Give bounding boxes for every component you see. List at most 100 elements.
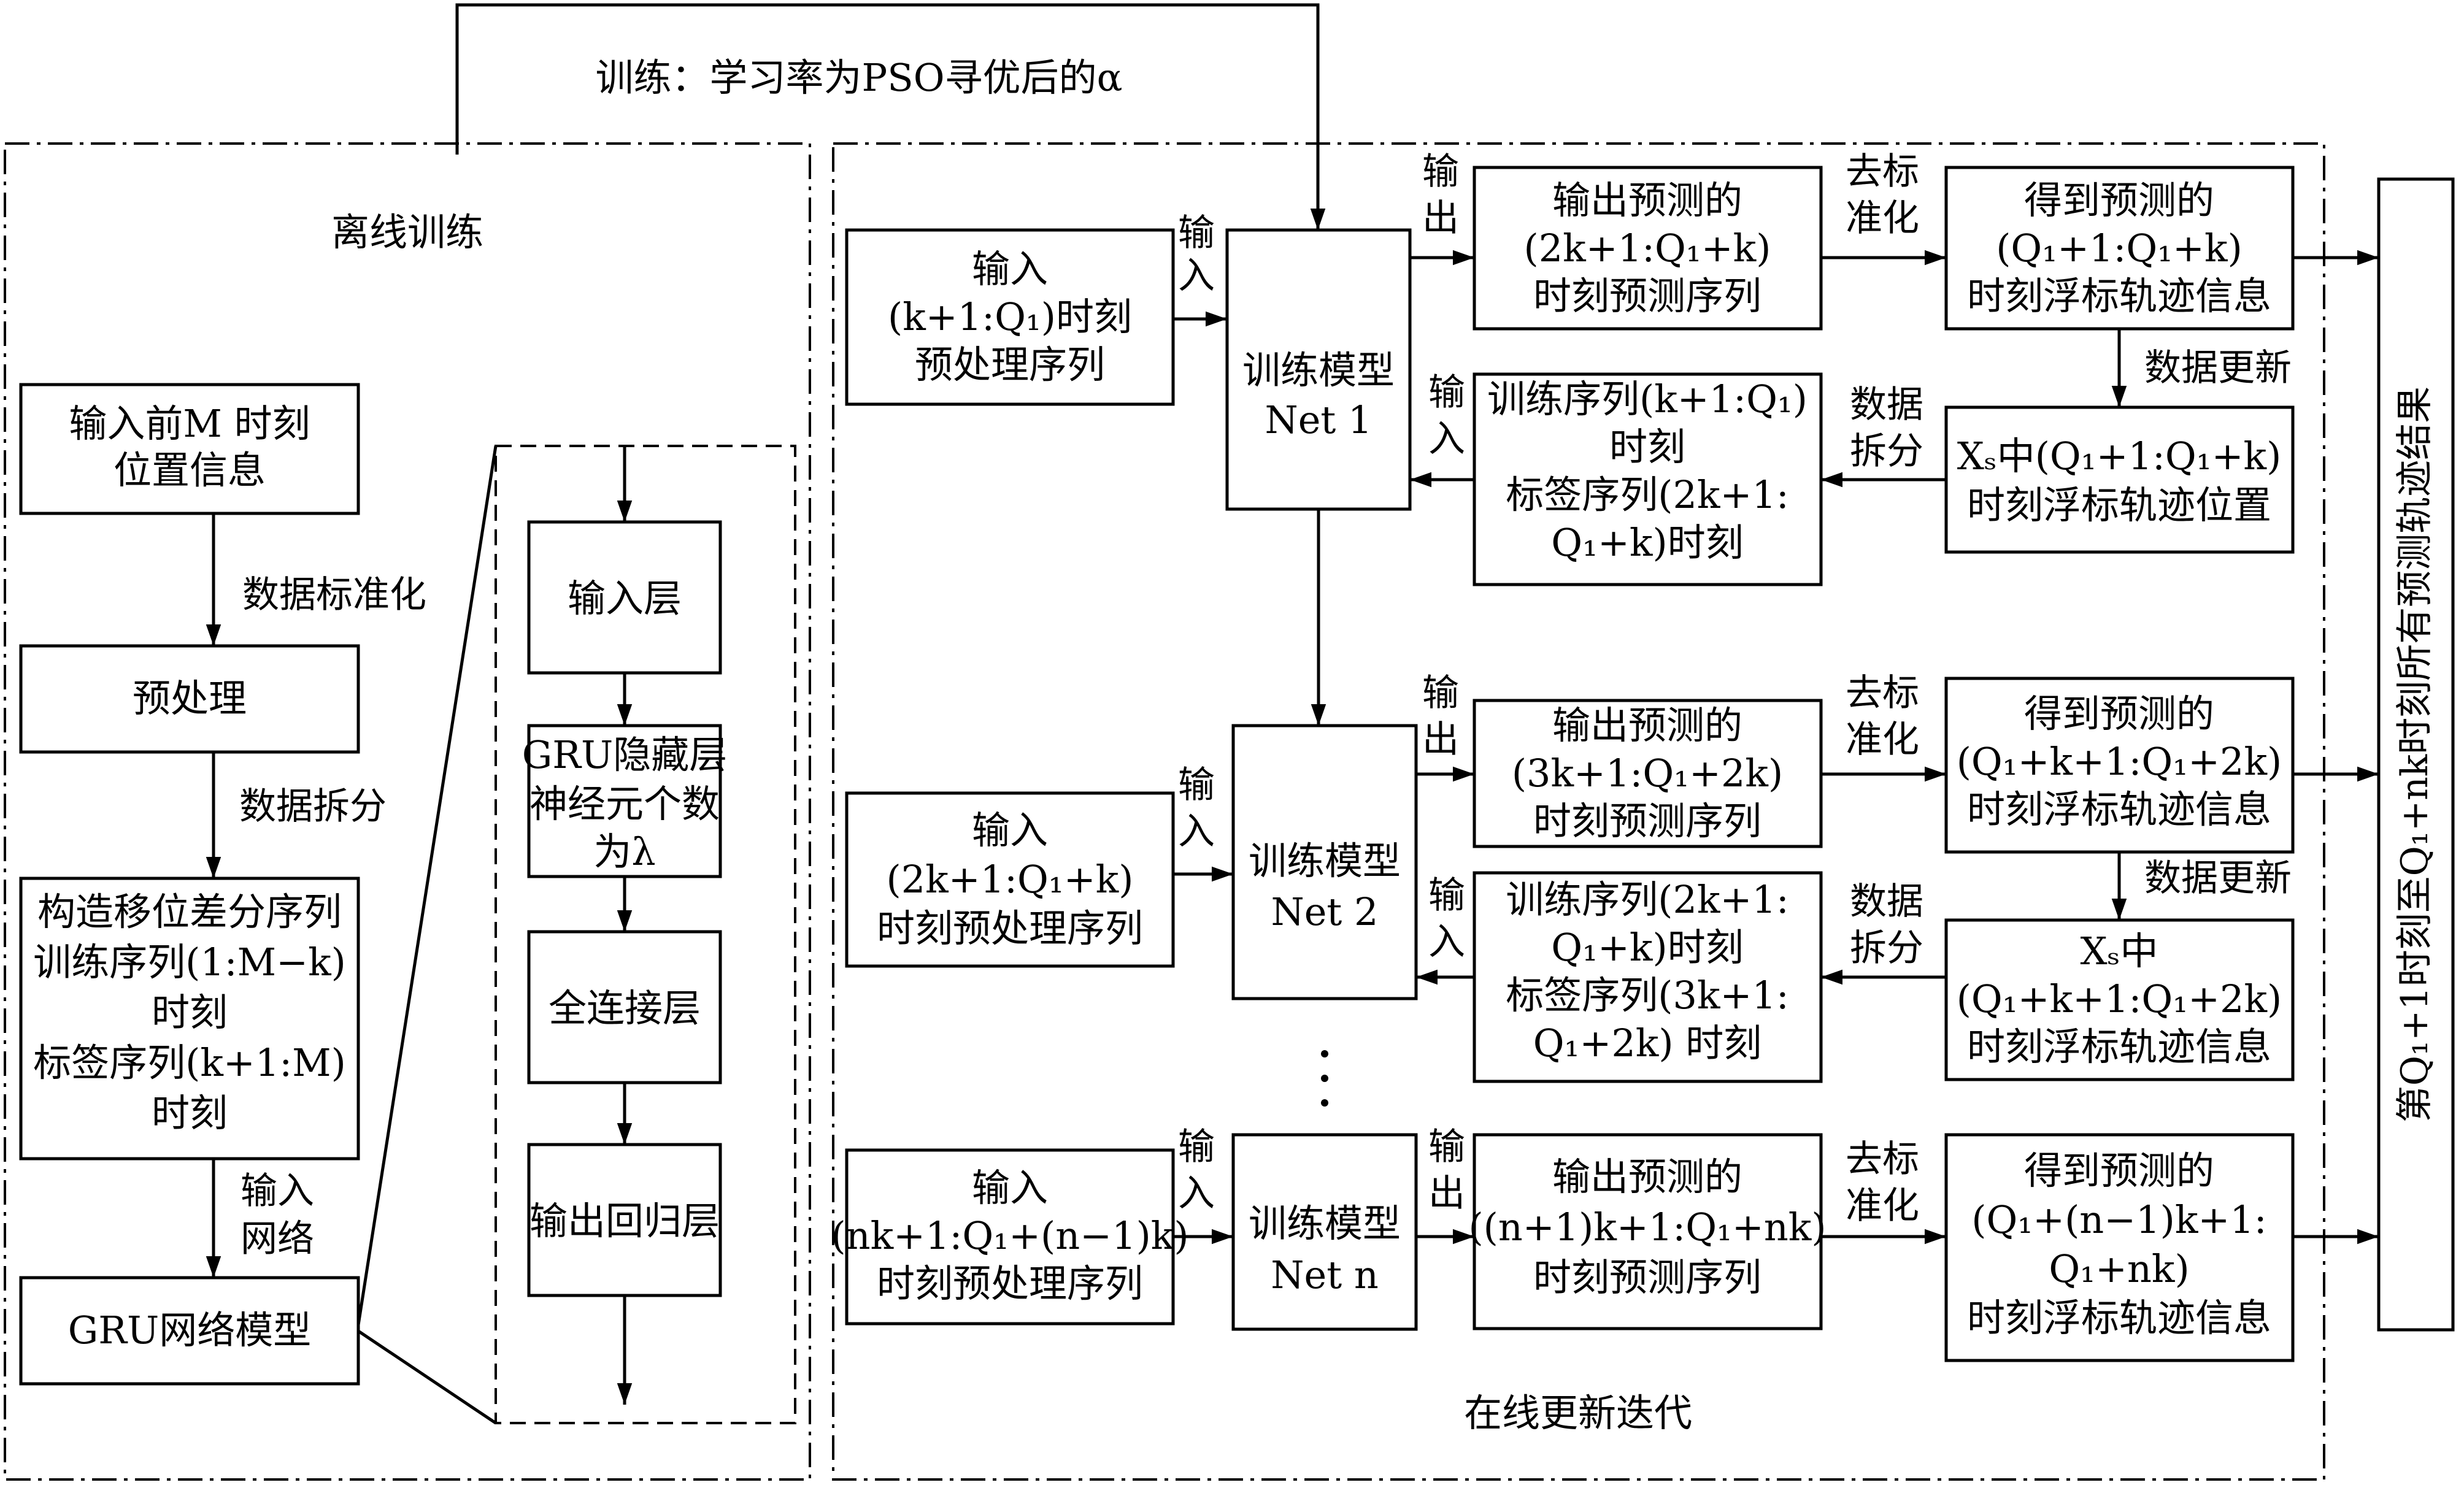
row1-denorm-label-1: 去标 (1846, 150, 1919, 193)
row1-input-line-2: (k+1:Q₁)时刻 (888, 294, 1132, 339)
rown-input-label-2: 入 (1178, 1172, 1215, 1215)
row1-xs-line-2: 时刻浮标轨迹位置 (1967, 483, 2271, 528)
rown-result-line-3: Q₁+nk) (2049, 1246, 2189, 1291)
row2-output-line-3: 时刻预测序列 (1533, 799, 1761, 843)
output-layer-text: 输出回归层 (529, 1199, 720, 1243)
row1-input-line-1: 输入 (972, 247, 1048, 291)
construct-line-3: 时刻 (152, 990, 228, 1035)
row2-train-box (1473, 871, 1823, 1083)
ellipsis-dot-1 (1321, 1050, 1328, 1057)
rown-model-line-1: 训练模型 (1249, 1201, 1401, 1246)
row2-split-label-2: 拆分 (1850, 927, 1923, 970)
input-layer-box (527, 520, 722, 675)
row1-output-label-2: 出 (1422, 197, 1459, 240)
input-network-label-2: 网络 (241, 1218, 314, 1261)
online-region (832, 142, 2325, 1481)
construct-line-2: 训练序列(1:M−k) (33, 940, 346, 984)
online-title: 在线更新迭代 (1464, 1391, 1692, 1435)
row2-denorm-label-2: 准化 (1846, 718, 1919, 761)
construct-line-5: 时刻 (152, 1091, 228, 1135)
rown-model-line-2: Net n (1271, 1253, 1379, 1297)
row1-input-label-2: 入 (1178, 255, 1215, 297)
row2-model-line-1: 训练模型 (1249, 838, 1401, 883)
row1-model-line-2: Net 1 (1265, 397, 1372, 442)
split-label: 数据拆分 (239, 785, 387, 828)
fc-layer-box (527, 930, 722, 1084)
row1-result-box (1944, 166, 2295, 331)
row1-input-line-3: 预处理序列 (915, 342, 1105, 387)
row1-input-box (845, 228, 1175, 406)
row2-result-line-2: (Q₁+k+1:Q₁+2k) (1957, 739, 2282, 784)
rown-output-line-2: ((n+1)k+1:Q₁+nk) (1468, 1205, 1826, 1249)
row1-train-line-3: 标签序列(2k+1: (1506, 472, 1789, 517)
rown-input-label-1: 输 (1178, 1126, 1215, 1168)
input-layer-text: 输入层 (568, 576, 682, 621)
row1-output-box (1473, 166, 1823, 331)
row2-xs-line-3: 时刻浮标轨迹信息 (1967, 1024, 2271, 1069)
rown-result-line-4: 时刻浮标轨迹信息 (1967, 1295, 2271, 1340)
row2-input-line-3: 时刻预处理序列 (877, 906, 1143, 951)
row1-input-label-1: 输 (1178, 212, 1215, 255)
row2-update-label: 数据更新 (2144, 857, 2292, 900)
rown-input-line-2: (nk+1:Q₁+(n−1)k) (831, 1213, 1188, 1258)
ellipsis-dot-2 (1321, 1075, 1328, 1082)
row2-model-line-2: Net 2 (1271, 889, 1378, 934)
row1-denorm-label-2: 准化 (1846, 197, 1919, 240)
final-result-text: 第Q₁+1时刻至Q₁+nk时刻所有预测轨迹结果 (2393, 386, 2436, 1122)
top-label: 训练：学习率为PSO寻优后的α (596, 55, 1123, 100)
preprocess-text: 预处理 (133, 676, 247, 721)
row1-output-label-1: 输 (1422, 150, 1459, 193)
row1-retrain-label-2: 入 (1428, 418, 1465, 461)
row1-split-label-1: 数据 (1850, 383, 1923, 426)
rown-output-label-1: 输 (1428, 1126, 1465, 1168)
gru-hidden-line-1: GRU隐藏层 (522, 732, 727, 777)
rown-input-line-3: 时刻预处理序列 (877, 1261, 1143, 1306)
row1-output-line-1: 输出预测的 (1552, 178, 1742, 223)
row2-xs-box (1944, 918, 2295, 1081)
row2-xs-line-2: (Q₁+k+1:Q₁+2k) (1957, 977, 2282, 1021)
row1-xs-box (1944, 405, 2295, 554)
rown-result-line-1: 得到预测的 (2024, 1148, 2214, 1193)
row2-result-line-1: 得到预测的 (2024, 691, 2214, 736)
rown-input-line-1: 输入 (972, 1165, 1048, 1210)
row1-model-line-1: 训练模型 (1242, 348, 1395, 393)
row2-xs-line-1: Xₛ中 (2080, 929, 2158, 973)
rown-denorm-label-1: 去标 (1846, 1138, 1919, 1181)
rown-output-line-3: 时刻预测序列 (1533, 1255, 1761, 1300)
fc-layer-text: 全连接层 (549, 986, 701, 1030)
row2-input-box (845, 791, 1175, 968)
rown-output-label-2: 出 (1428, 1172, 1465, 1215)
row1-train-line-1: 训练序列(k+1:Q₁) (1487, 377, 1808, 421)
offline-title: 离线训练 (331, 210, 483, 255)
row2-denorm-label-1: 去标 (1846, 672, 1919, 715)
row1-result-line-1: 得到预测的 (2024, 178, 2214, 223)
row2-result-box (1944, 677, 2295, 854)
construct-line-4: 标签序列(k+1:M) (33, 1040, 346, 1085)
row1-result-line-2: (Q₁+1:Q₁+k) (1996, 226, 2243, 271)
row2-split-label-1: 数据 (1850, 880, 1923, 923)
row1-train-line-4: Q₁+k)时刻 (1551, 520, 1743, 565)
row1-xs-line-1: Xₛ中(Q₁+1:Q₁+k) (1957, 434, 2282, 478)
row1-output-line-3: 时刻预测序列 (1533, 274, 1761, 318)
preprocess-box (19, 644, 360, 754)
zoom-line-top (356, 445, 498, 1326)
row2-input-label-2: 入 (1178, 810, 1215, 853)
row2-output-label-1: 输 (1422, 672, 1459, 715)
rown-denorm-label-2: 准化 (1846, 1184, 1919, 1227)
row2-model-box (1231, 724, 1418, 1000)
final-result-box (2377, 177, 2455, 1332)
standardize-label: 数据标准化 (242, 574, 426, 616)
output-layer-box (527, 1143, 722, 1297)
row2-train-line-2: Q₁+k)时刻 (1551, 925, 1743, 970)
row2-input-line-1: 输入 (972, 808, 1048, 853)
rown-model-box (1231, 1133, 1418, 1331)
row2-train-line-4: Q₁+2k) 时刻 (1533, 1021, 1762, 1065)
row2-output-line-1: 输出预测的 (1552, 703, 1742, 748)
input-history-line-2: 位置信息 (114, 448, 266, 493)
row1-retrain-label-1: 输 (1428, 371, 1465, 414)
row2-train-line-1: 训练序列(2k+1: (1506, 877, 1789, 922)
row2-input-line-2: (2k+1:Q₁+k) (887, 857, 1134, 902)
construct-sequence-box (19, 877, 360, 1161)
rown-result-box (1944, 1133, 2295, 1362)
